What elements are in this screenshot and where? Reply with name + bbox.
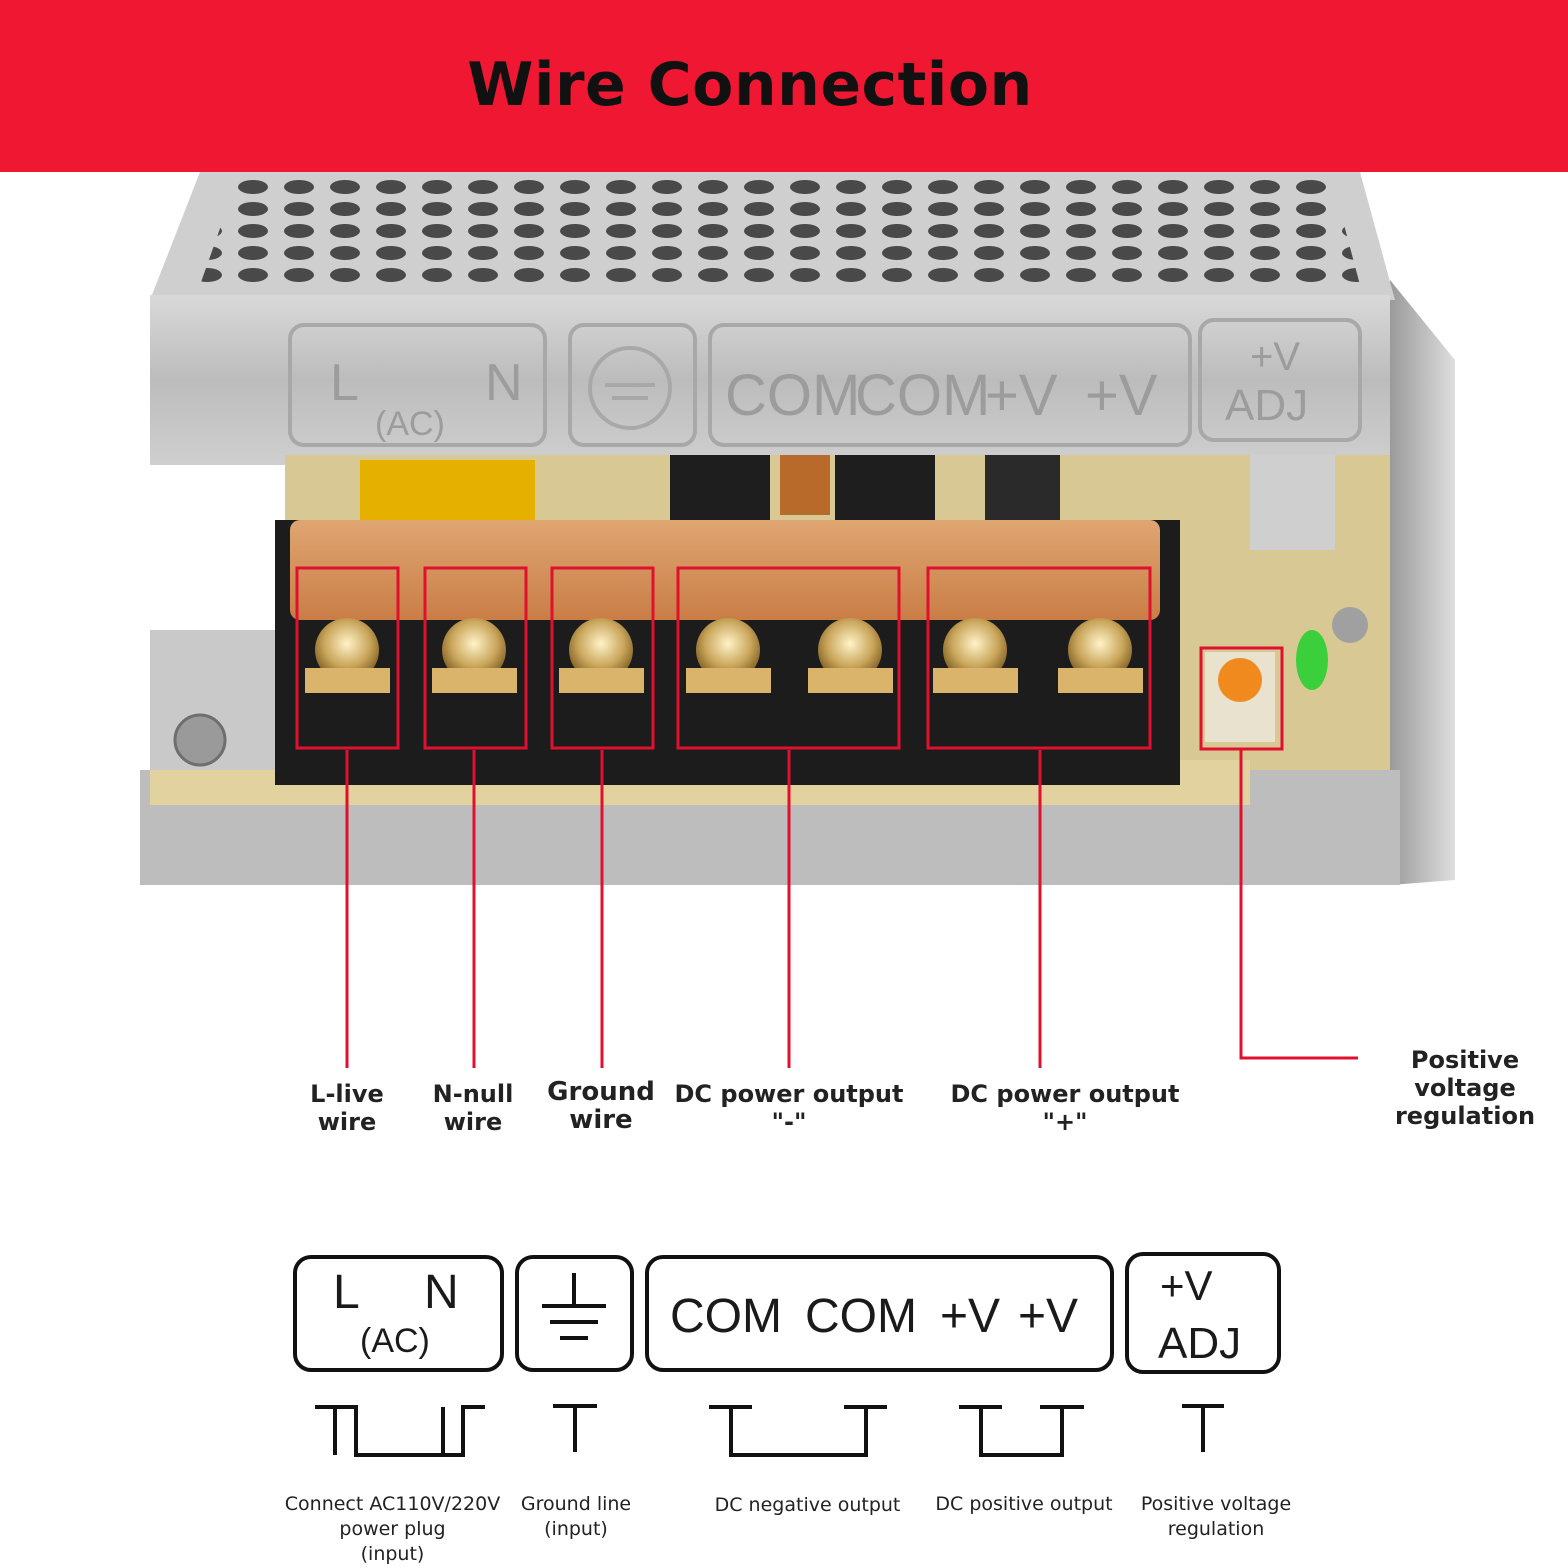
potentiometer-knob (1218, 658, 1262, 702)
caption-ac-input: Connect AC110V/220V power plug (input) (275, 1492, 510, 1567)
mount-screw (173, 713, 227, 767)
case-rivet (1332, 607, 1368, 643)
caption-reg-line1: Positive voltage (1140, 1493, 1292, 1515)
caption-ground-line1: Ground line (520, 1493, 632, 1515)
callout-dc-negative-text: DC power output "-" (674, 1080, 904, 1136)
ventilation-holes (200, 172, 1360, 285)
emboss-adj-bottom: ADJ (1225, 381, 1308, 430)
emboss-adj-box (1198, 318, 1362, 442)
emboss-v2: +V (1085, 363, 1158, 428)
caption-ac-line2: power plug (339, 1518, 446, 1540)
bracket-connectors (315, 1404, 1224, 1457)
callout-ground-line1: Ground (547, 1077, 655, 1107)
terminal-cover (290, 520, 1160, 620)
panel-adj-box (1125, 1252, 1281, 1374)
highlight-boxes (295, 566, 1284, 751)
caption-ground-line2: (input) (544, 1518, 608, 1540)
emboss-v1: +V (985, 363, 1058, 428)
callout-positive-regulation: Positive voltage regulation (1362, 1046, 1568, 1130)
panel-adj-top: +V (1160, 1262, 1213, 1309)
callout-live-wire: L-live wire (290, 1080, 404, 1136)
callout-null-wire: N-null wire (418, 1080, 528, 1136)
caption-dc-positive: DC positive output (928, 1492, 1120, 1517)
emboss-ground-box (568, 323, 697, 447)
callout-ground-line2: wire (569, 1105, 633, 1135)
callout-live-line1: L-live (310, 1080, 384, 1108)
callout-reg-line2: regulation (1394, 1102, 1536, 1130)
title-banner: Wire Connection (0, 0, 1568, 172)
panel-com2: COM (805, 1290, 917, 1343)
caption-ac-line3: (input) (360, 1543, 425, 1565)
capacitor-black-1 (670, 455, 770, 525)
panel-n: N (424, 1266, 459, 1319)
terminal-screws (305, 618, 1143, 693)
emboss-ac: (AC) (375, 405, 445, 443)
caption-positive-regulation: Positive voltage regulation (1130, 1492, 1302, 1542)
emboss-adj-top: +V (1250, 335, 1300, 379)
capacitor-yellow (360, 460, 535, 530)
callout-ground-wire: Ground wire (540, 1078, 662, 1134)
callout-dc-positive: DC power output "+" (930, 1080, 1200, 1136)
emboss-ac-box (288, 323, 547, 447)
panel-adj-bottom: ADJ (1158, 1319, 1241, 1368)
ground-symbol-icon (542, 1273, 606, 1340)
caption-ground: Ground line (input) (515, 1492, 637, 1542)
caption-dc-negative-text: DC negative output (714, 1494, 901, 1516)
power-supply-photo: L (AC) N COM COM +V +V +V ADJ (140, 172, 1455, 885)
heatsink (1250, 455, 1335, 550)
callout-null-line2: wire (443, 1108, 503, 1136)
emboss-ground-icon (588, 346, 672, 430)
callout-dc-positive-text: DC power output "+" (950, 1080, 1180, 1136)
panel-com1: COM (670, 1290, 782, 1343)
callout-dc-negative: DC power output "-" (660, 1080, 918, 1136)
emboss-l: L (330, 354, 359, 412)
caption-dc-positive-text: DC positive output (935, 1493, 1113, 1515)
panel-dc-box (645, 1255, 1114, 1372)
panel-ac-box (293, 1255, 504, 1372)
capacitor-black-2 (835, 455, 935, 525)
emboss-n: N (485, 354, 523, 412)
indicator-led (1296, 630, 1328, 690)
emboss-dc-box (708, 323, 1192, 447)
capacitor-black-3 (985, 455, 1060, 525)
panel-v1: +V (940, 1290, 1000, 1343)
panel-l: L (333, 1266, 360, 1319)
callout-null-line1: N-null (432, 1080, 514, 1108)
inductor (780, 455, 830, 515)
caption-dc-negative: DC negative output (700, 1493, 915, 1518)
case-side-panel (1390, 280, 1455, 885)
caption-ac-line1: Connect AC110V/220V (284, 1493, 501, 1515)
panel-ground-box (515, 1255, 634, 1372)
panel-ac: (AC) (360, 1322, 430, 1360)
caption-reg-line2: regulation (1167, 1518, 1265, 1540)
page-title: Wire Connection (467, 50, 1033, 120)
panel-v2: +V (1018, 1290, 1078, 1343)
callout-reg-line1: Positive voltage (1410, 1046, 1520, 1102)
emboss-com2: COM (855, 363, 990, 428)
callout-live-line2: wire (317, 1108, 377, 1136)
emboss-com1: COM (725, 363, 860, 428)
